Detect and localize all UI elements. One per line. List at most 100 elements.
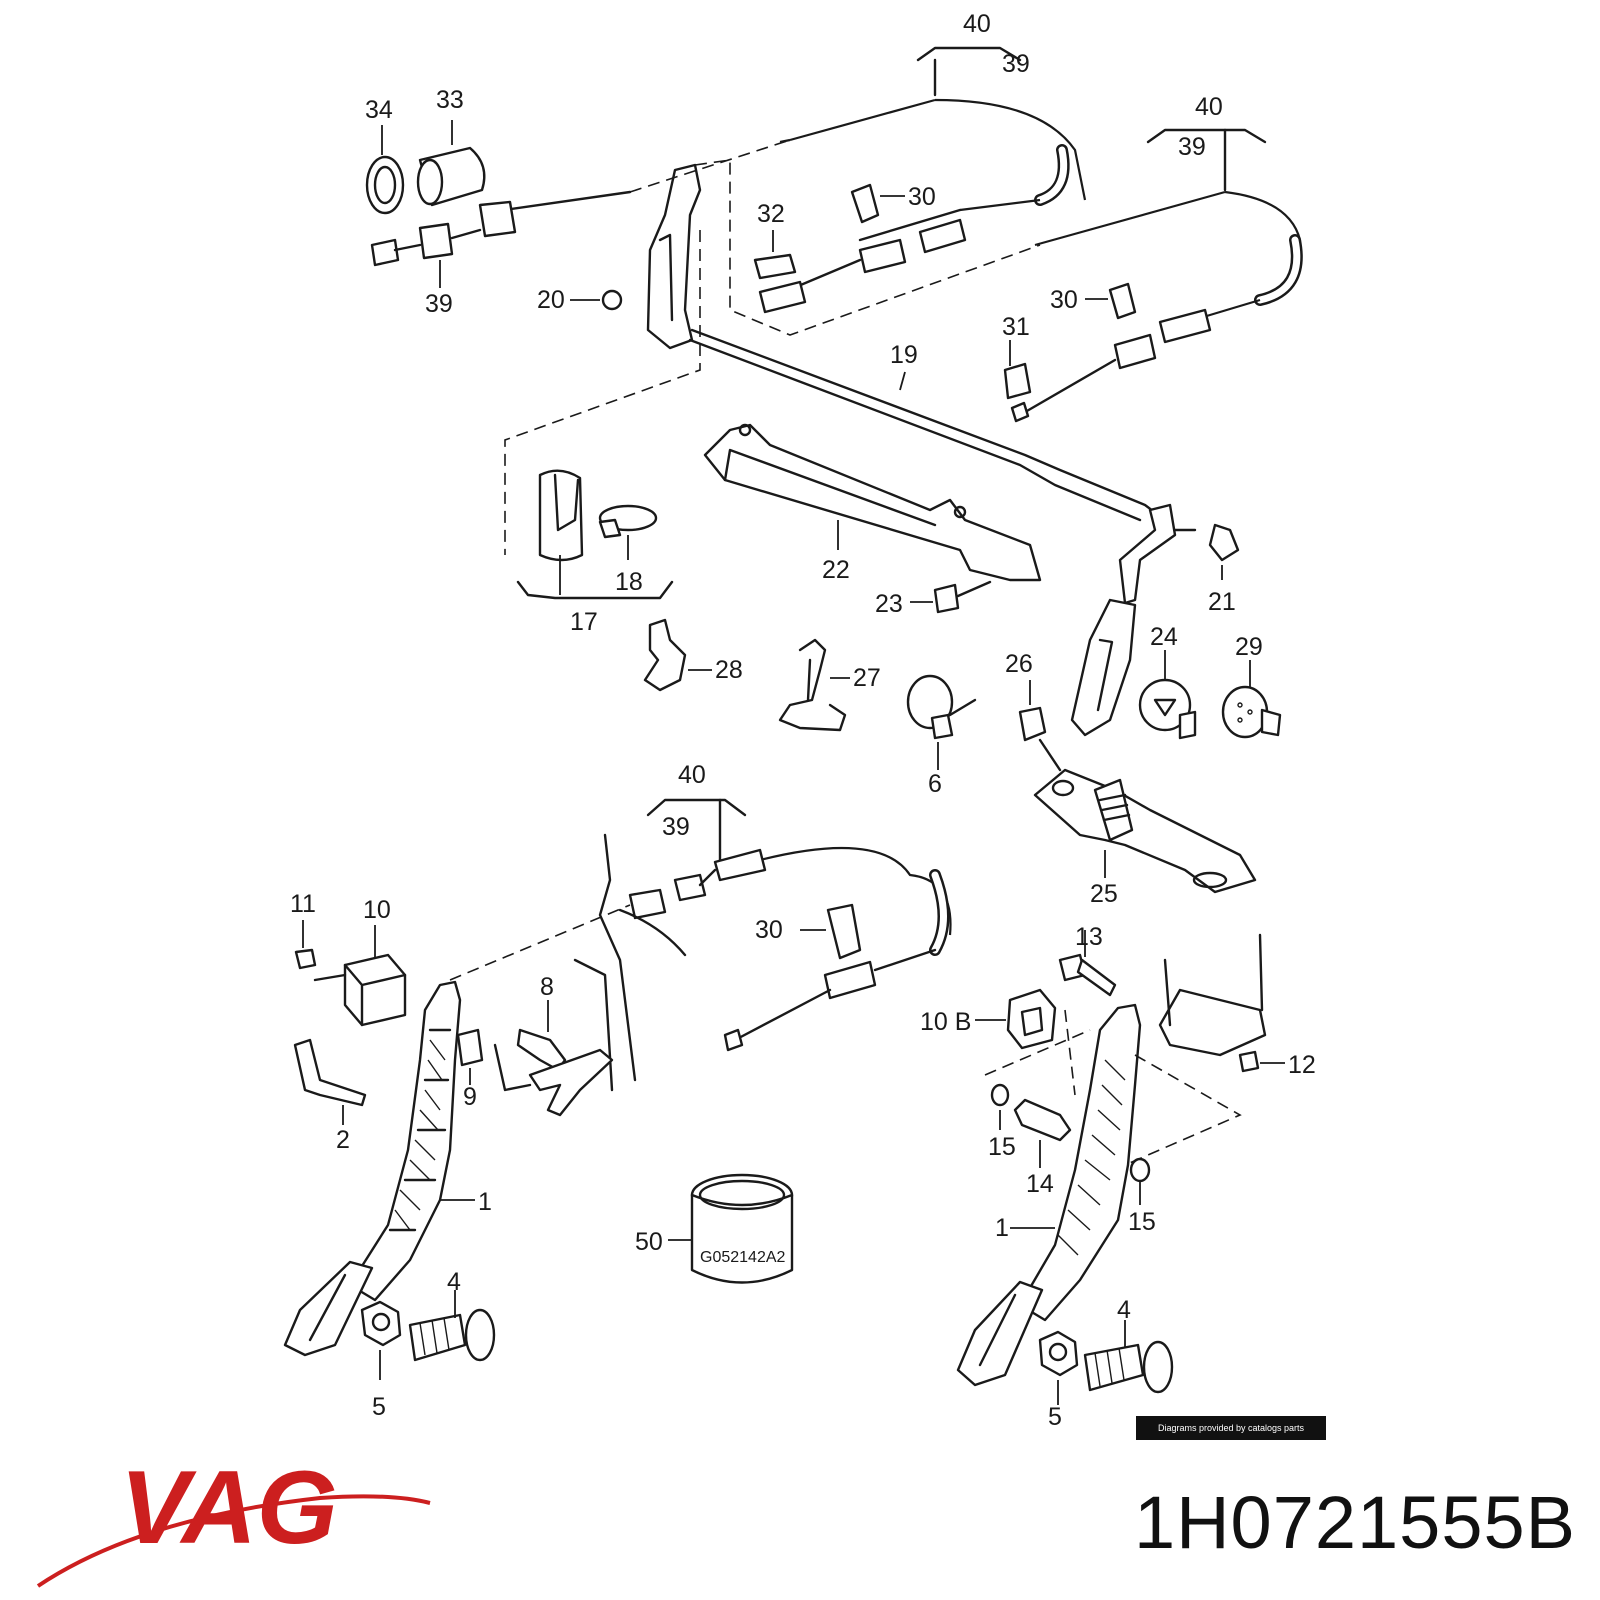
dashed-outline-upper [629,139,1041,336]
plug-29 [1221,660,1282,739]
callout-15: 15 [988,1133,1016,1161]
callout-21: 21 [1208,588,1236,616]
callout-1: 1 [478,1188,492,1216]
pedal-lever-left [283,980,475,1357]
bushing-17 [516,469,674,600]
callout-39: 39 [425,290,453,318]
body-panel [573,833,687,1092]
callout-50: 50 [635,1228,663,1256]
part-31 [1003,340,1032,400]
callout-40: 40 [1195,93,1223,121]
callout-8: 8 [540,973,554,1001]
callout-5: 5 [1048,1403,1062,1431]
clamp-18 [598,504,658,560]
clip-27 [778,638,850,732]
callout-24: 24 [1150,623,1178,651]
clamp-6 [906,674,977,770]
callout-29: 29 [1235,633,1263,661]
callout-32: 32 [757,200,785,228]
logo-swoosh [36,1494,431,1588]
cable-assembly-upper-left [758,46,1087,314]
callout-2: 2 [336,1126,350,1154]
clip-28 [643,618,712,692]
callout-30: 30 [755,916,783,944]
callout-18: 18 [615,568,643,596]
callout-17: 17 [570,608,598,636]
callout-9: 9 [463,1083,477,1111]
pin-2 [293,1038,367,1125]
vag-logo: VAG [36,1450,431,1588]
clip-30-upper [850,183,905,224]
bolt-8 [493,1000,614,1117]
part-21 [1208,523,1240,580]
logo-text: VAG [120,1450,338,1566]
callout-34: 34 [365,96,393,124]
pedal-arm-upper [570,163,702,350]
block-10b [975,988,1057,1050]
bushing-33 [416,120,486,207]
callout-33: 33 [436,86,464,114]
sleeve-50 [668,1173,794,1284]
bush-9 [456,1028,484,1085]
callout-30: 30 [1050,286,1078,314]
block-10 [313,925,407,1027]
callout-39: 39 [1178,133,1206,161]
bushing-34 [365,125,405,215]
callout-6: 6 [928,770,942,798]
callout-19: 19 [890,341,918,369]
dashed-outline-lower [449,904,631,981]
callout-27: 27 [853,664,881,692]
nut-5-left [360,1300,402,1380]
cable-assembly-upper-right [1010,128,1303,423]
callout-14: 14 [1026,1170,1054,1198]
callout-4: 4 [1117,1296,1131,1324]
callout-20: 20 [537,286,565,314]
bracket-22 [703,423,1042,582]
dashed-outline-upper-2 [504,230,701,555]
part-32 [753,230,797,280]
cable-assembly-lower [628,798,952,1052]
part-number: 1H0721555B [1133,1481,1576,1564]
callout-39: 39 [1002,50,1030,78]
sleeve-50-marking: G052142A2 [700,1249,786,1266]
bracket-25 [1033,768,1257,894]
callout-12: 12 [1288,1051,1316,1079]
bolt-13 [1058,930,1117,997]
washer-15-right [1129,1157,1151,1205]
nut-5-right [1038,1330,1079,1405]
callout-31: 31 [1002,313,1030,341]
callout-10: 10 [363,896,391,924]
callout-1: 1 [995,1214,1009,1242]
sleeve-14 [1013,1098,1072,1168]
washer-15-left [990,1083,1010,1130]
clip-30-right [1085,282,1137,320]
callout-28: 28 [715,656,743,684]
callout-11: 11 [290,890,316,918]
dashed-outline-right [984,1009,1242,1166]
callout-39: 39 [662,813,690,841]
buffer-24 [1138,650,1197,740]
callout-15: 15 [1128,1208,1156,1236]
callout-13: 13 [1075,923,1103,951]
callout-40: 40 [963,10,991,38]
screw-4-right [1083,1320,1174,1394]
callout-25: 25 [1090,880,1118,908]
callout-40: 40 [678,761,706,789]
callout-10b: 10 B [920,1008,971,1036]
callout-23: 23 [875,590,903,618]
clip-30-lower [800,903,862,960]
screw-4-left [408,1290,496,1362]
bush-23 [910,580,992,614]
rod-19 [688,328,1197,737]
pedal-lever-right [956,1003,1142,1387]
nut-26 [1018,680,1062,772]
callout-22: 22 [822,556,850,584]
credit-banner: Diagrams provided by catalogs parts [1136,1416,1326,1440]
callout-26: 26 [1005,650,1033,678]
nut-11 [294,920,317,970]
callout-4: 4 [447,1268,461,1296]
bracket-12 [1158,933,1285,1073]
credit-text: Diagrams provided by catalogs parts [1157,1423,1305,1433]
callout-30: 30 [908,183,936,211]
